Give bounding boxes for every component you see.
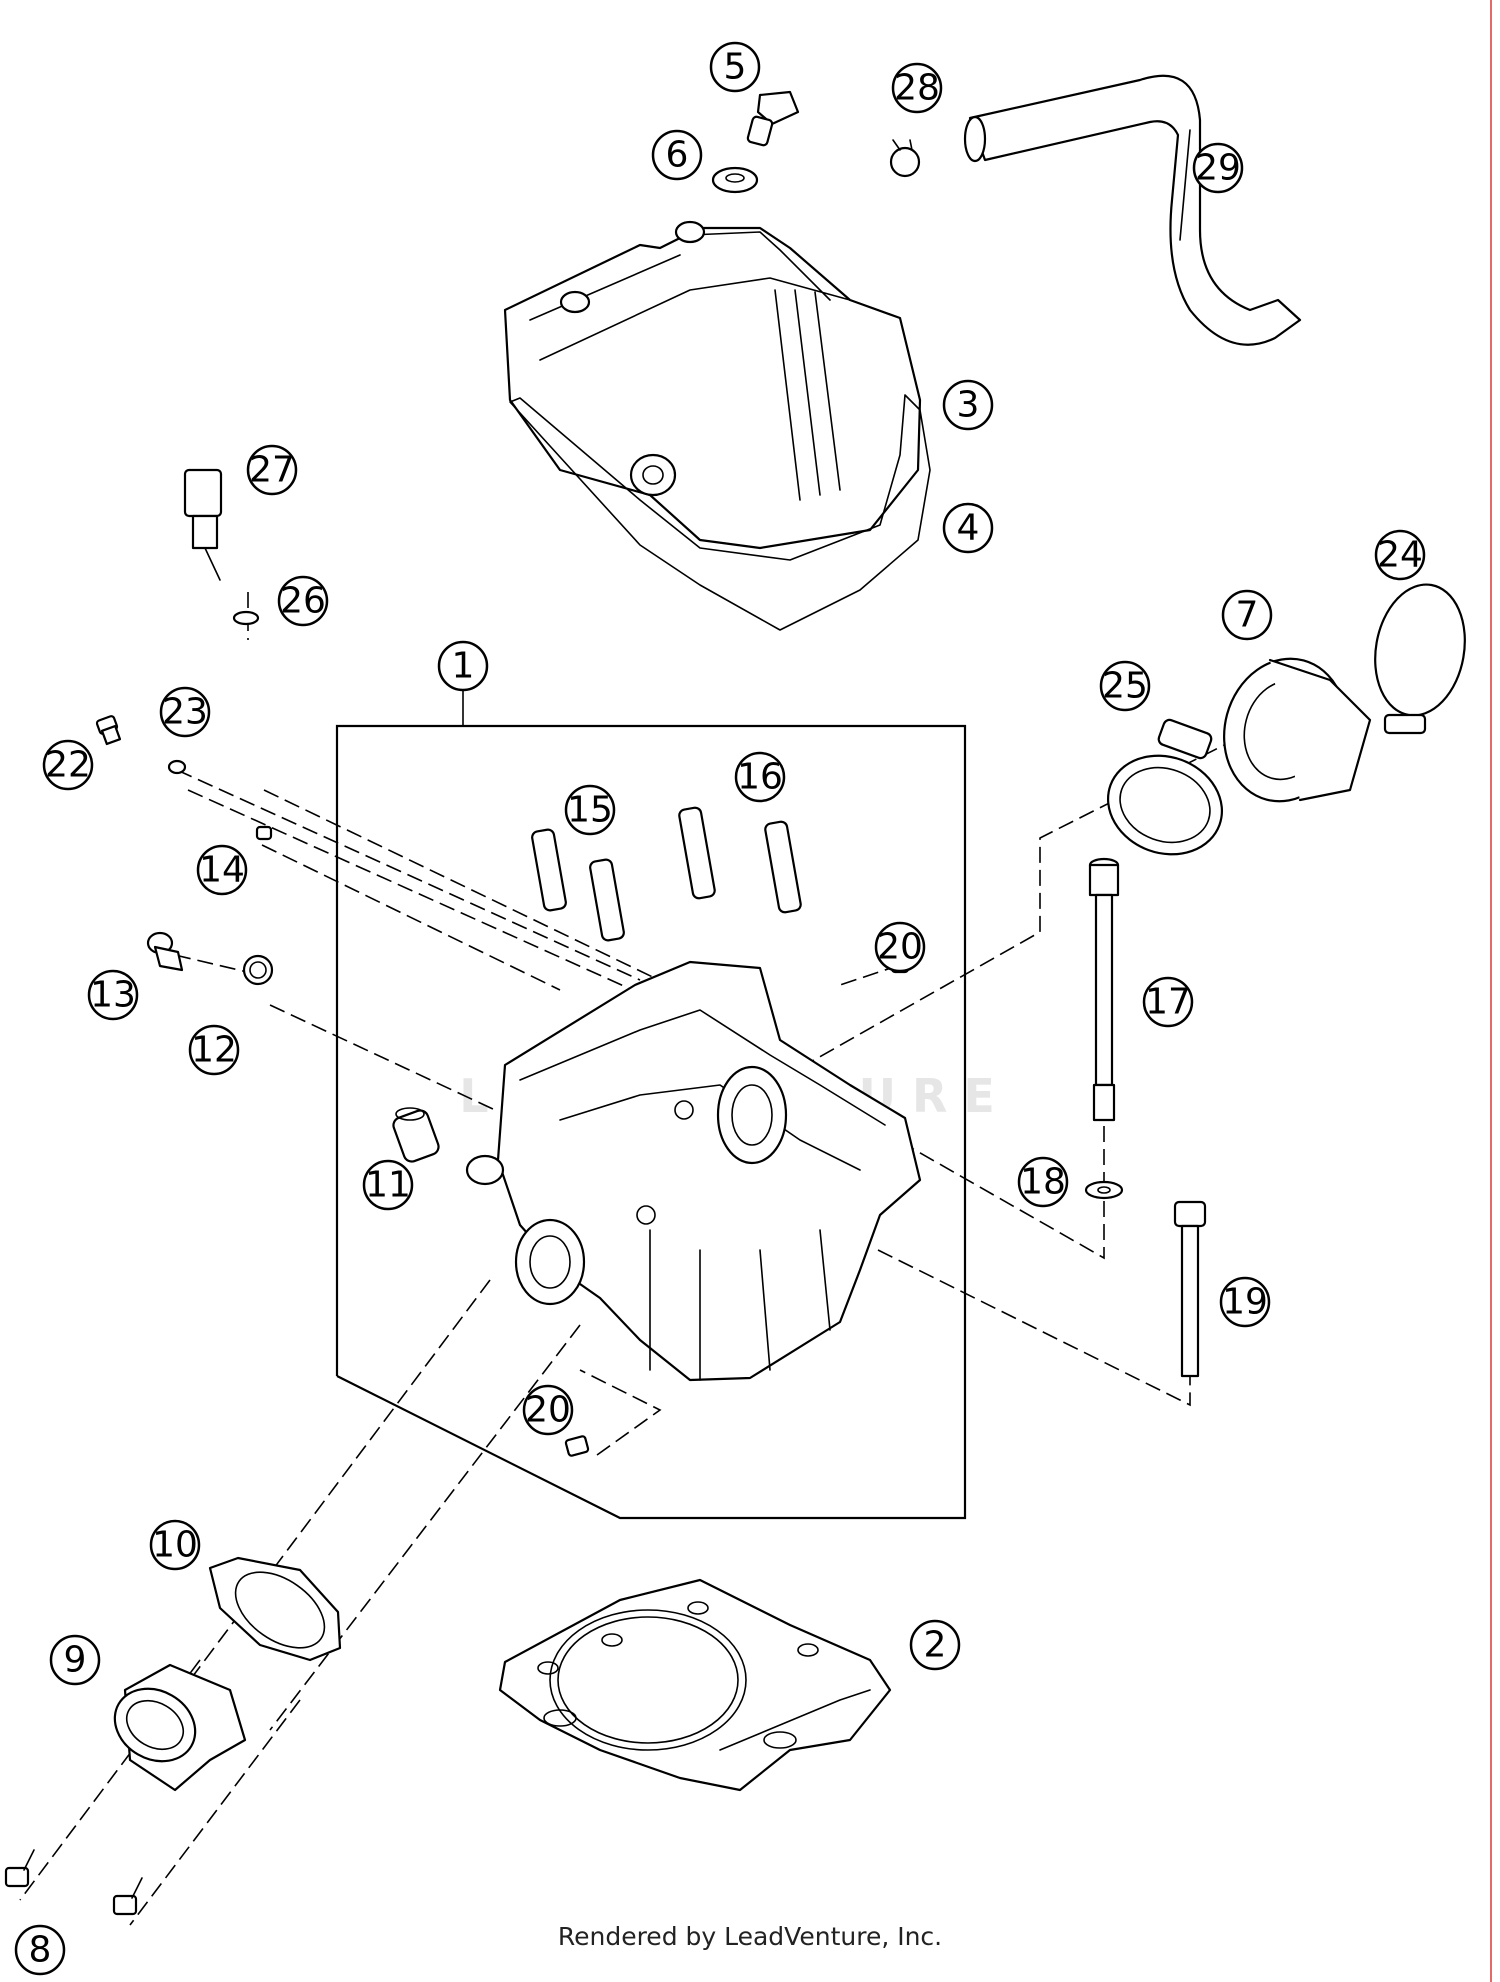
svg-text:17: 17 xyxy=(1145,982,1191,1023)
callout-29: 29 xyxy=(1192,142,1244,194)
cylinder-head xyxy=(465,960,922,1382)
svg-text:24: 24 xyxy=(1377,535,1423,576)
callout-6: 6 xyxy=(651,129,703,181)
bolt-washer xyxy=(1084,1180,1124,1200)
svg-text:25: 25 xyxy=(1102,666,1148,707)
rendered-by-footer: Rendered by LeadVenture, Inc. xyxy=(557,1922,943,1951)
callout-8: 8 xyxy=(14,1924,66,1976)
callout-18: 18 xyxy=(1017,1156,1069,1208)
callout-4: 4 xyxy=(942,502,994,554)
callout-11: 11 xyxy=(362,1159,414,1211)
page-margin-line xyxy=(1490,0,1492,1982)
plug-20-lower xyxy=(564,1435,590,1457)
svg-text:14: 14 xyxy=(199,850,245,891)
intake-flange xyxy=(1223,657,1372,803)
screw-plug-22 xyxy=(95,715,122,746)
callout-9: 9 xyxy=(49,1634,101,1686)
valve-guides-16 xyxy=(678,806,802,914)
svg-text:27: 27 xyxy=(249,450,295,491)
svg-text:7: 7 xyxy=(1236,595,1259,636)
sensor-washer xyxy=(232,610,260,626)
callout-19: 19 xyxy=(1219,1276,1271,1328)
callout-20-lower: 20 xyxy=(522,1384,574,1436)
svg-text:20: 20 xyxy=(877,927,923,968)
exhaust-flange xyxy=(113,1663,247,1792)
flange-screw-right xyxy=(112,1877,143,1916)
callouts: 1 2 3 4 5 6 7 8 9 10 11 12 13 14 15 16 1… xyxy=(14,41,1426,1976)
callout-23: 23 xyxy=(159,686,211,738)
svg-text:16: 16 xyxy=(737,757,783,798)
callout-10: 10 xyxy=(149,1519,201,1571)
callout-27: 27 xyxy=(246,444,298,496)
callout-17: 17 xyxy=(1142,976,1194,1028)
callout-28: 28 xyxy=(891,62,943,114)
svg-text:26: 26 xyxy=(280,581,326,622)
svg-text:29: 29 xyxy=(1195,148,1241,189)
screw-plug-14 xyxy=(255,825,273,841)
svg-text:6: 6 xyxy=(666,135,689,176)
callout-16: 16 xyxy=(734,751,786,803)
callout-25: 25 xyxy=(1099,660,1151,712)
svg-text:11: 11 xyxy=(365,1165,411,1206)
exhaust-gasket xyxy=(208,1556,342,1662)
svg-text:1: 1 xyxy=(452,646,475,687)
svg-text:19: 19 xyxy=(1222,1282,1268,1323)
svg-text:9: 9 xyxy=(64,1640,87,1681)
temperature-sensor xyxy=(183,468,223,581)
svg-text:18: 18 xyxy=(1020,1162,1066,1203)
cylinder-head-assembly-frame xyxy=(335,690,967,1520)
hose-clamp xyxy=(889,139,921,178)
valve-guides-15 xyxy=(531,828,625,942)
breather-hose xyxy=(963,74,1302,346)
callout-13: 13 xyxy=(87,969,139,1021)
callout-22: 22 xyxy=(42,739,94,791)
valve-cover-gasket xyxy=(509,394,931,631)
callout-2: 2 xyxy=(909,1619,961,1671)
svg-text:28: 28 xyxy=(894,68,940,109)
callout-15: 15 xyxy=(564,784,616,836)
callout-14: 14 xyxy=(196,844,248,896)
callout-20-upper: 20 xyxy=(874,921,926,973)
svg-text:8: 8 xyxy=(29,1930,52,1971)
callout-24: 24 xyxy=(1374,529,1426,581)
intake-clamp-large xyxy=(1374,583,1466,735)
intake-clamp xyxy=(1106,718,1224,856)
svg-text:20: 20 xyxy=(525,1390,571,1431)
callout-7: 7 xyxy=(1221,589,1273,641)
cover-seal xyxy=(711,166,759,194)
svg-text:15: 15 xyxy=(567,790,613,831)
callout-1: 1 xyxy=(437,640,489,692)
screw-plug-13 xyxy=(146,931,184,972)
cover-screw xyxy=(746,90,800,147)
valve-cover xyxy=(503,220,922,550)
callout-12: 12 xyxy=(188,1024,240,1076)
svg-text:10: 10 xyxy=(152,1525,198,1566)
svg-text:22: 22 xyxy=(45,745,91,786)
head-gasket xyxy=(498,1578,892,1792)
svg-text:4: 4 xyxy=(957,508,980,549)
flange-screw-left xyxy=(4,1849,35,1888)
callout-5: 5 xyxy=(709,41,761,93)
svg-text:23: 23 xyxy=(162,692,208,733)
callout-3: 3 xyxy=(942,379,994,431)
svg-text:12: 12 xyxy=(191,1030,237,1071)
cylinder-head-bolt-long xyxy=(1088,857,1120,1122)
svg-text:3: 3 xyxy=(957,385,980,426)
seal-ring-23 xyxy=(167,759,187,775)
svg-text:5: 5 xyxy=(724,47,747,88)
svg-text:2: 2 xyxy=(924,1625,947,1666)
svg-text:13: 13 xyxy=(90,975,136,1016)
cylinder-head-bolt-short xyxy=(1173,1200,1207,1378)
callout-26: 26 xyxy=(277,575,329,627)
seal-ring-12 xyxy=(242,954,274,986)
dowel-sleeve xyxy=(392,1107,440,1163)
